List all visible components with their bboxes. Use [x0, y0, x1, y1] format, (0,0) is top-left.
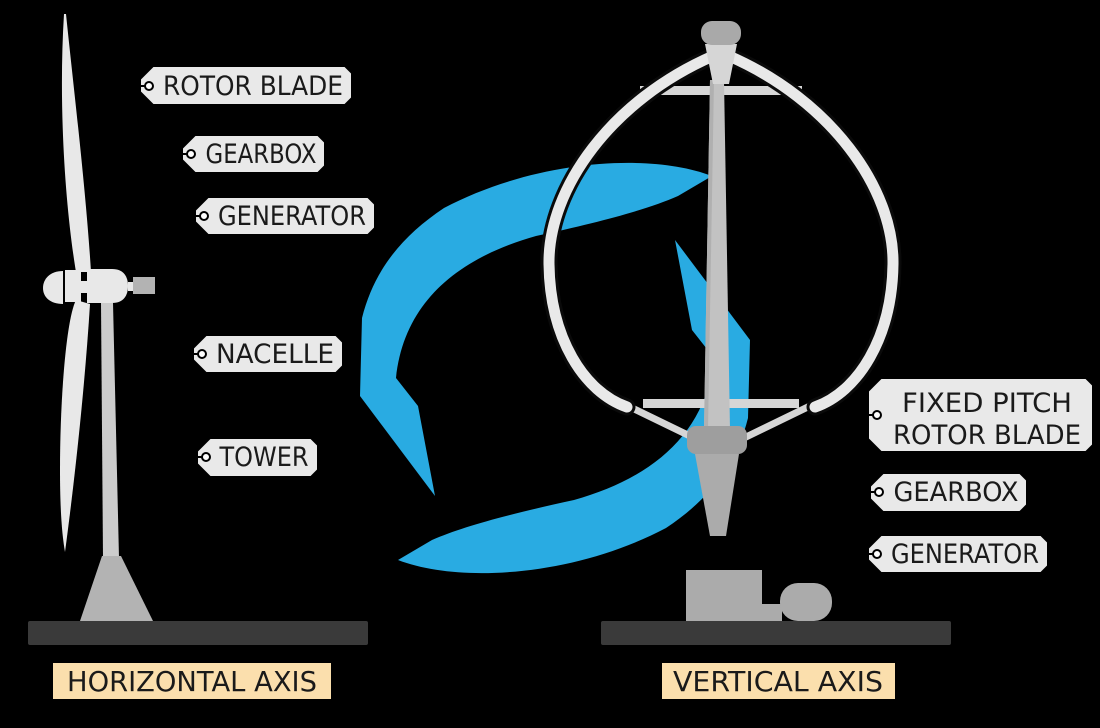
tag-rotor-blade: ROTOR BLADE	[133, 65, 353, 106]
hat-hub-connector	[81, 281, 88, 293]
tag-generator-right-shape	[867, 534, 1049, 574]
tag-rotor-blade-shape	[139, 65, 353, 106]
tag-nacelle-hole-icon	[197, 349, 207, 359]
hat-blade-lower	[60, 300, 90, 552]
tag-generator-right-label: GENERATOR	[891, 539, 1039, 570]
tag-gearbox-right: GEARBOX	[863, 472, 1028, 513]
hat-tail-box	[133, 277, 155, 294]
tag-gearbox-left: GEARBOX	[175, 134, 326, 174]
hat-ground	[28, 621, 368, 645]
tag-tower: TOWER	[190, 437, 319, 478]
caption-horizontal-axis-box	[51, 661, 333, 701]
tag-generator-left-hole-icon	[199, 211, 209, 221]
tag-tower-label: TOWER	[219, 442, 309, 473]
tag-generator-left-label: GENERATOR	[218, 201, 366, 232]
tag-gearbox-right-shape	[869, 472, 1028, 513]
hat-blade-upper	[61, 14, 91, 272]
tag-gearbox-left-label: GEARBOX	[206, 139, 317, 170]
vat-top-cap	[701, 21, 741, 45]
vat-generator-step	[762, 604, 782, 621]
tag-nacelle-label: NACELLE	[216, 339, 334, 370]
tag-fixed-pitch-rotor-blade: FIXED PITCH ROTOR BLADE	[861, 377, 1094, 453]
tag-generator-left-shape	[194, 196, 376, 236]
hat-nacelle-body	[87, 269, 128, 303]
rotation-arrow-bottom	[398, 240, 750, 574]
vat-blade-right	[723, 50, 899, 413]
tag-gearbox-left-hole-icon	[186, 149, 196, 159]
hat-nose-cone	[43, 271, 63, 304]
tag-generator-right-hole-icon	[872, 549, 882, 559]
vat-cone	[695, 454, 739, 536]
vat-blade-left	[543, 50, 719, 413]
tag-generator-right: GENERATOR	[861, 534, 1049, 574]
tag-gearbox-left-shape	[181, 134, 326, 174]
rotation-arrows-icon	[360, 162, 750, 574]
caption-vertical-axis: VERTICAL AXIS	[660, 661, 897, 701]
tag-fixed-pitch-label-line2: ROTOR BLADE	[893, 420, 1081, 451]
hat-tail-stub	[128, 282, 133, 291]
tag-gearbox-right-label: GEARBOX	[894, 477, 1019, 508]
tag-gearbox-right-hole-icon	[874, 487, 884, 497]
tag-fixed-pitch-hole-icon	[872, 410, 882, 420]
caption-vertical-axis-box	[660, 661, 897, 701]
vat-base-box	[686, 570, 762, 621]
tag-nacelle: NACELLE	[186, 334, 344, 374]
tag-nacelle-shape	[192, 334, 344, 374]
vat-mast-shade	[704, 80, 714, 430]
tag-rotor-blade-hole-icon	[144, 81, 154, 91]
horizontal-axis-turbine	[28, 14, 368, 645]
tag-fixed-pitch-label-line1: FIXED PITCH	[902, 388, 1072, 419]
vat-strut-right	[740, 400, 818, 442]
vertical-axis-turbine	[540, 21, 951, 645]
caption-horizontal-axis-label: HORIZONTAL AXIS	[67, 665, 317, 698]
caption-horizontal-axis: HORIZONTAL AXIS	[51, 661, 333, 701]
tag-rotor-blade-label: ROTOR BLADE	[163, 71, 343, 102]
hat-base	[80, 556, 153, 621]
hat-hub-block	[65, 270, 81, 302]
rotation-arrow-top	[360, 162, 712, 496]
tag-tower-shape	[196, 437, 319, 478]
tag-tower-hole-icon	[201, 452, 211, 462]
vat-ground	[601, 621, 951, 645]
vat-neck	[705, 44, 737, 84]
caption-vertical-axis-label: VERTICAL AXIS	[673, 665, 883, 698]
tag-fixed-pitch-rotor-blade-shape	[867, 377, 1094, 453]
tag-generator-left: GENERATOR	[188, 196, 376, 236]
vat-strut-left	[620, 400, 698, 442]
vat-hub	[687, 426, 747, 454]
hat-tower	[101, 303, 119, 558]
vat-generator-body	[780, 583, 832, 621]
